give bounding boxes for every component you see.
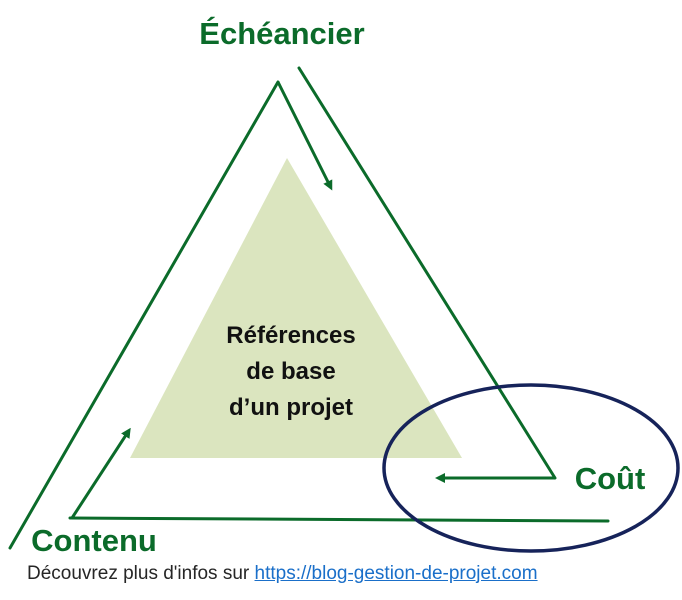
frame-left-edge [8,80,280,550]
footer-caption: Découvrez plus d'infos sur https://blog-… [27,563,667,585]
center-line-3: d’un projet [229,394,353,421]
center-line-1: Références [226,322,355,349]
frame-right-edge [297,66,557,480]
cost-highlight-ellipse [382,383,680,553]
arrow-down-right [276,81,333,191]
label-cost: Coût [575,461,646,496]
outer-frame [8,66,610,550]
flow-arrows [70,81,555,519]
blog-link[interactable]: https://blog-gestion-de-projet.com [254,563,538,584]
arrow-up-right [70,427,131,519]
label-schedule: Échéancier [199,16,364,51]
frame-bottom-edge [68,516,610,523]
center-line-2: de base [246,358,335,385]
inner-baseline-triangle [130,158,462,458]
footer-prefix: Découvrez plus d'infos sur [27,563,255,584]
label-scope: Contenu [31,523,157,558]
